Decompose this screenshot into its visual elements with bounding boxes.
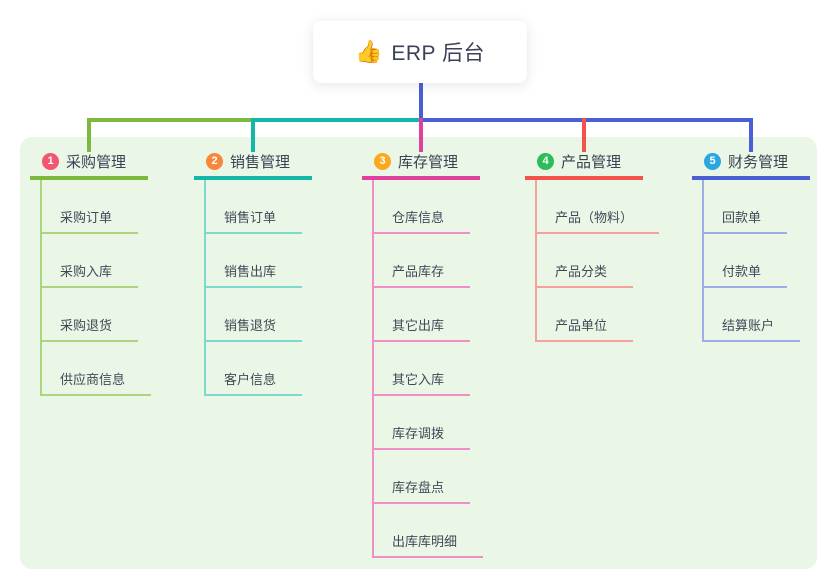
child-node[interactable]: 出库库明细 [374, 504, 484, 558]
drop-line-branch1 [87, 118, 91, 152]
branch-header[interactable]: 2 销售管理 [194, 146, 312, 180]
branch-column-caiwu: 5 财务管理 回款单 付款单 结算账户 [692, 146, 839, 342]
branch-column-kucun: 3 库存管理 仓库信息 产品库存 其它出库 其它入库 库存调拨 库存盘点 出库库… [362, 146, 522, 558]
child-node[interactable]: 付款单 [704, 234, 788, 288]
bus-segment-branch5 [419, 118, 753, 122]
child-node[interactable]: 采购退货 [42, 288, 139, 342]
child-node[interactable]: 采购入库 [42, 234, 139, 288]
bus-segment-branch1 [87, 118, 255, 122]
child-node[interactable]: 供应商信息 [42, 342, 152, 396]
branch-children: 销售订单 销售出库 销售退货 客户信息 [204, 180, 354, 396]
branch-number-badge: 3 [374, 152, 391, 170]
child-node[interactable]: 采购订单 [42, 180, 139, 234]
branch-children: 产品（物料） 产品分类 产品单位 [535, 180, 685, 342]
branch-label: 库存管理 [398, 153, 459, 171]
branch-label: 产品管理 [561, 153, 622, 171]
branch-column-caigou: 1 采购管理 采购订单 采购入库 采购退货 供应商信息 [30, 146, 190, 396]
branch-number-badge: 5 [704, 152, 721, 170]
branches-background-panel [20, 137, 817, 569]
child-node[interactable]: 其它出库 [374, 288, 471, 342]
branch-column-chanpin: 4 产品管理 产品（物料） 产品分类 产品单位 [525, 146, 685, 342]
bus-segment-branch2 [251, 118, 423, 122]
branch-label: 采购管理 [66, 153, 127, 171]
child-node[interactable]: 其它入库 [374, 342, 471, 396]
branch-children: 回款单 付款单 结算账户 [702, 180, 839, 342]
drop-line-branch4 [582, 118, 586, 152]
branch-header[interactable]: 5 财务管理 [692, 146, 810, 180]
child-node[interactable]: 销售退货 [206, 288, 303, 342]
root-title: ERP 后台 [391, 42, 486, 65]
branch-number-badge: 1 [42, 152, 59, 170]
child-node[interactable]: 产品库存 [374, 234, 471, 288]
child-node[interactable]: 回款单 [704, 180, 788, 234]
branch-header[interactable]: 4 产品管理 [525, 146, 643, 180]
branch-column-xiaoshou: 2 销售管理 销售订单 销售出库 销售退货 客户信息 [194, 146, 354, 396]
branch-number-badge: 2 [206, 152, 223, 170]
child-node[interactable]: 产品（物料） [537, 180, 660, 234]
branch-label: 销售管理 [230, 153, 291, 171]
branch-children: 采购订单 采购入库 采购退货 供应商信息 [40, 180, 190, 396]
child-node[interactable]: 库存调拨 [374, 396, 471, 450]
drop-line-branch3 [419, 118, 423, 152]
child-node[interactable]: 仓库信息 [374, 180, 471, 234]
branch-label: 财务管理 [728, 153, 789, 171]
drop-line-branch2 [251, 118, 255, 152]
root-node[interactable]: 👍 ERP 后台 [313, 21, 527, 83]
root-connector-line [419, 83, 423, 120]
branch-number-badge: 4 [537, 152, 554, 170]
child-node[interactable]: 产品单位 [537, 288, 634, 342]
drop-line-branch5 [749, 118, 753, 152]
child-node[interactable]: 销售订单 [206, 180, 303, 234]
branch-children: 仓库信息 产品库存 其它出库 其它入库 库存调拨 库存盘点 出库库明细 [372, 180, 522, 558]
child-node[interactable]: 产品分类 [537, 234, 634, 288]
thumbs-up-icon: 👍 [354, 39, 383, 64]
child-node[interactable]: 库存盘点 [374, 450, 471, 504]
branch-header[interactable]: 1 采购管理 [30, 146, 148, 180]
branch-header[interactable]: 3 库存管理 [362, 146, 480, 180]
child-node[interactable]: 销售出库 [206, 234, 303, 288]
child-node[interactable]: 客户信息 [206, 342, 303, 396]
child-node[interactable]: 结算账户 [704, 288, 801, 342]
